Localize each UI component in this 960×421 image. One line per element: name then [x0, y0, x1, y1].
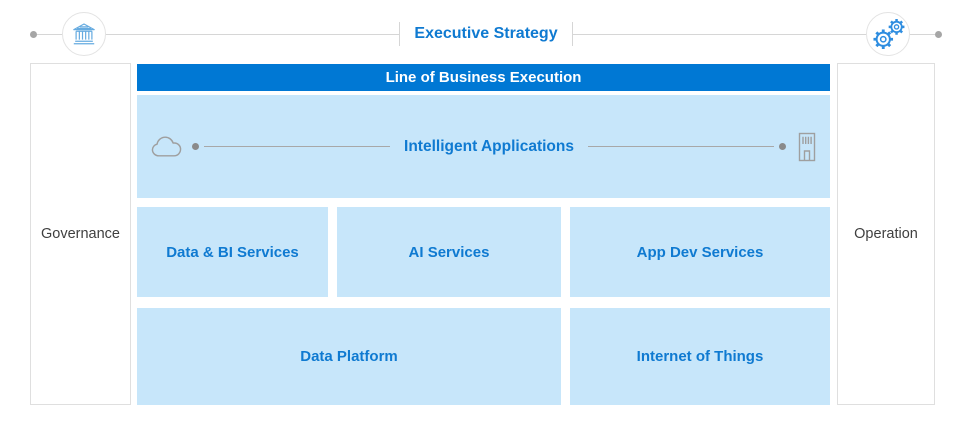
internet-of-things-label: Internet of Things: [636, 348, 764, 365]
bank-icon: [71, 21, 97, 47]
connector-dot: [779, 143, 786, 150]
data-platform-label: Data Platform: [300, 348, 398, 365]
governance-label: Governance: [41, 226, 120, 242]
internet-of-things-box: Internet of Things: [570, 308, 830, 405]
lob-execution-header: Line of Business Execution: [137, 64, 830, 91]
connector-tick: [399, 22, 401, 46]
bank-node: [62, 12, 106, 56]
connector-line: [572, 33, 866, 35]
data-bi-services-label: Data & BI Services: [166, 243, 299, 261]
app-dev-services-label: App Dev Services: [636, 243, 764, 261]
connector-dot: [192, 143, 199, 150]
lob-execution-title: Line of Business Execution: [385, 69, 582, 86]
intelligent-applications-box: Intelligent Applications: [137, 95, 830, 198]
app-dev-services-box: App Dev Services: [570, 207, 830, 297]
data-bi-services-box: Data & BI Services: [137, 207, 328, 297]
gears-icon: [869, 17, 907, 52]
connector-dot-left: [30, 30, 37, 38]
governance-pillar: Governance: [30, 63, 131, 405]
ai-services-box: AI Services: [337, 207, 561, 297]
gears-node: [866, 12, 910, 56]
connector-line: [910, 33, 935, 35]
connector-line: [37, 33, 62, 35]
operation-label: Operation: [854, 226, 918, 242]
executive-strategy-title: Executive Strategy: [414, 25, 558, 42]
cloud-icon: [151, 135, 182, 158]
connector-line: [587, 146, 774, 147]
connector-dot-right: [935, 30, 942, 38]
connector-line: [204, 146, 391, 147]
operation-pillar: Operation: [837, 63, 935, 405]
data-platform-box: Data Platform: [137, 308, 561, 405]
building-icon: [796, 132, 818, 162]
connector-line: [106, 33, 400, 35]
executive-strategy-band: Executive Strategy: [30, 12, 942, 56]
connector-tick: [571, 22, 573, 46]
intelligent-applications-row: Intelligent Applications: [137, 95, 830, 198]
intelligent-applications-label: Intelligent Applications: [404, 137, 574, 155]
ai-services-label: AI Services: [408, 243, 490, 261]
